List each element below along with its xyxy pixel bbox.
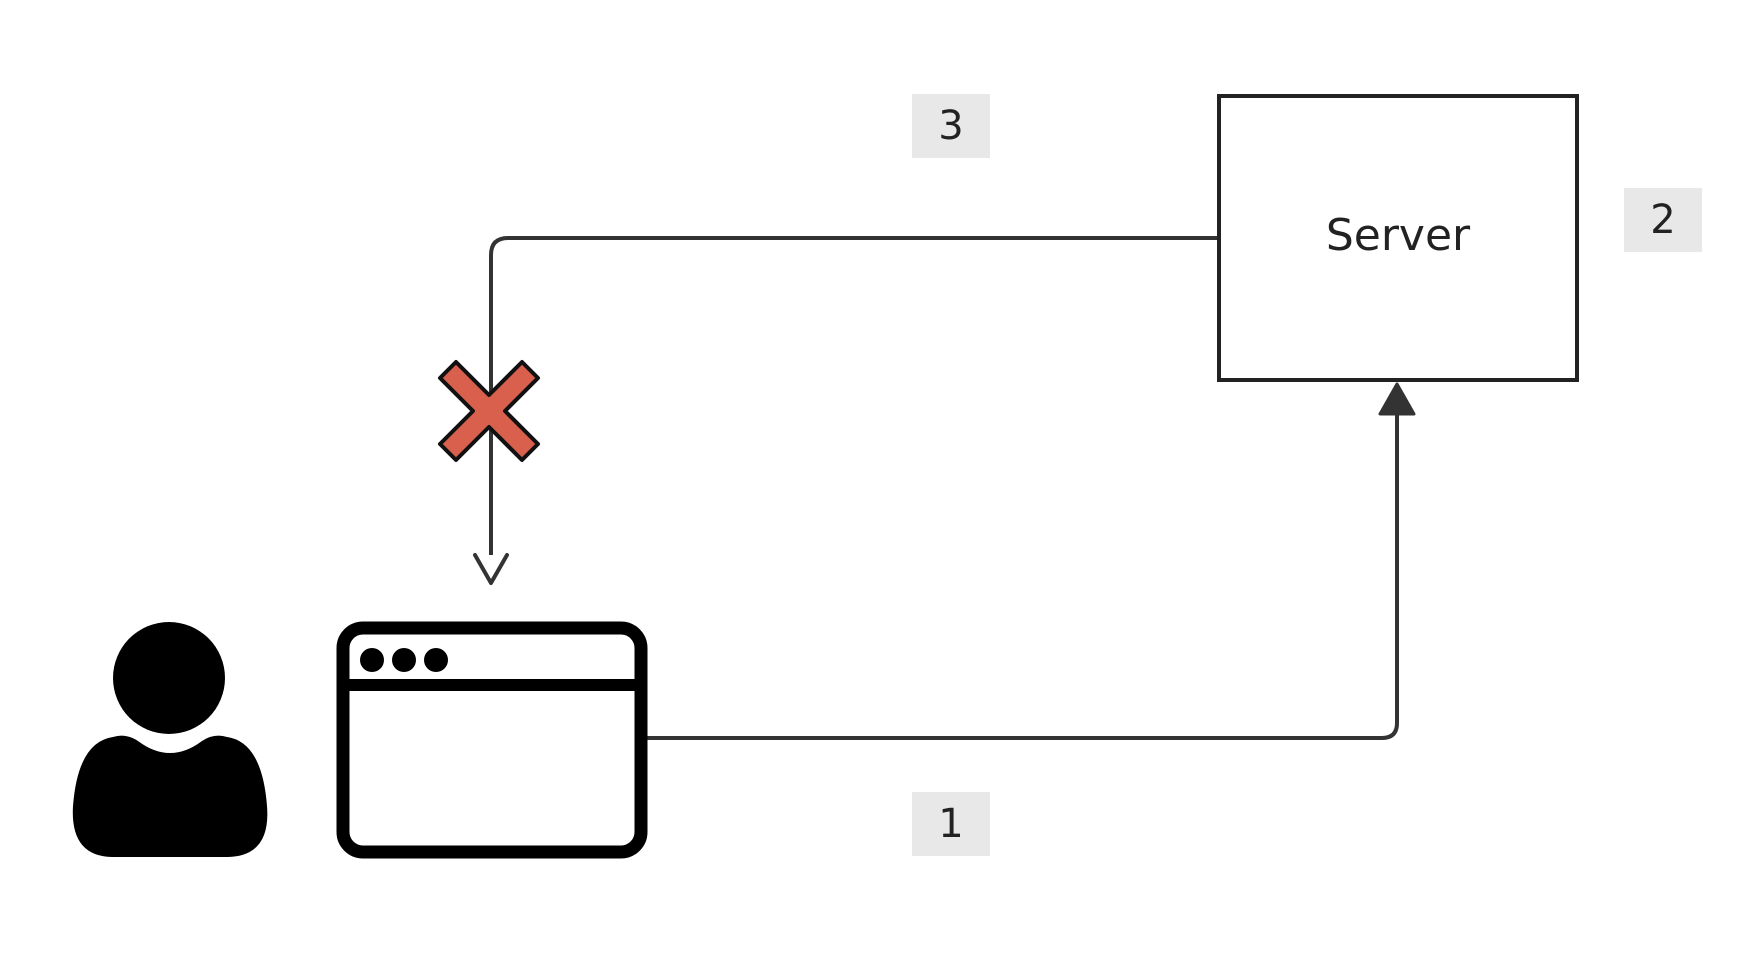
step-2-label: 2 <box>1624 188 1702 252</box>
step-1-number: 1 <box>938 801 963 847</box>
browser-dot-2 <box>392 648 416 672</box>
step-3-number: 3 <box>938 103 963 149</box>
browser-window-icon <box>336 621 648 859</box>
browser-dot-1 <box>360 648 384 672</box>
step-2-number: 2 <box>1650 197 1675 243</box>
request-arrowhead <box>1378 382 1416 416</box>
step-3-label: 3 <box>912 94 990 158</box>
request-connector <box>646 414 1399 740</box>
step-2-label-bg <box>1624 188 1702 252</box>
browser-frame <box>336 621 648 859</box>
user-head <box>113 622 225 734</box>
server-box <box>1217 94 1579 382</box>
cross-mark-icon <box>438 360 540 462</box>
server-node: Server <box>1217 94 1579 382</box>
step-1-label-bg <box>912 792 990 856</box>
browser-dot-3 <box>424 648 448 672</box>
server-label: Server <box>1326 210 1471 261</box>
step-1-label: 1 <box>912 792 990 856</box>
user-body <box>72 735 268 857</box>
step-3-label-bg <box>912 94 990 158</box>
response-connector <box>489 236 1218 555</box>
user-icon <box>72 622 268 857</box>
response-arrowhead <box>473 553 509 585</box>
